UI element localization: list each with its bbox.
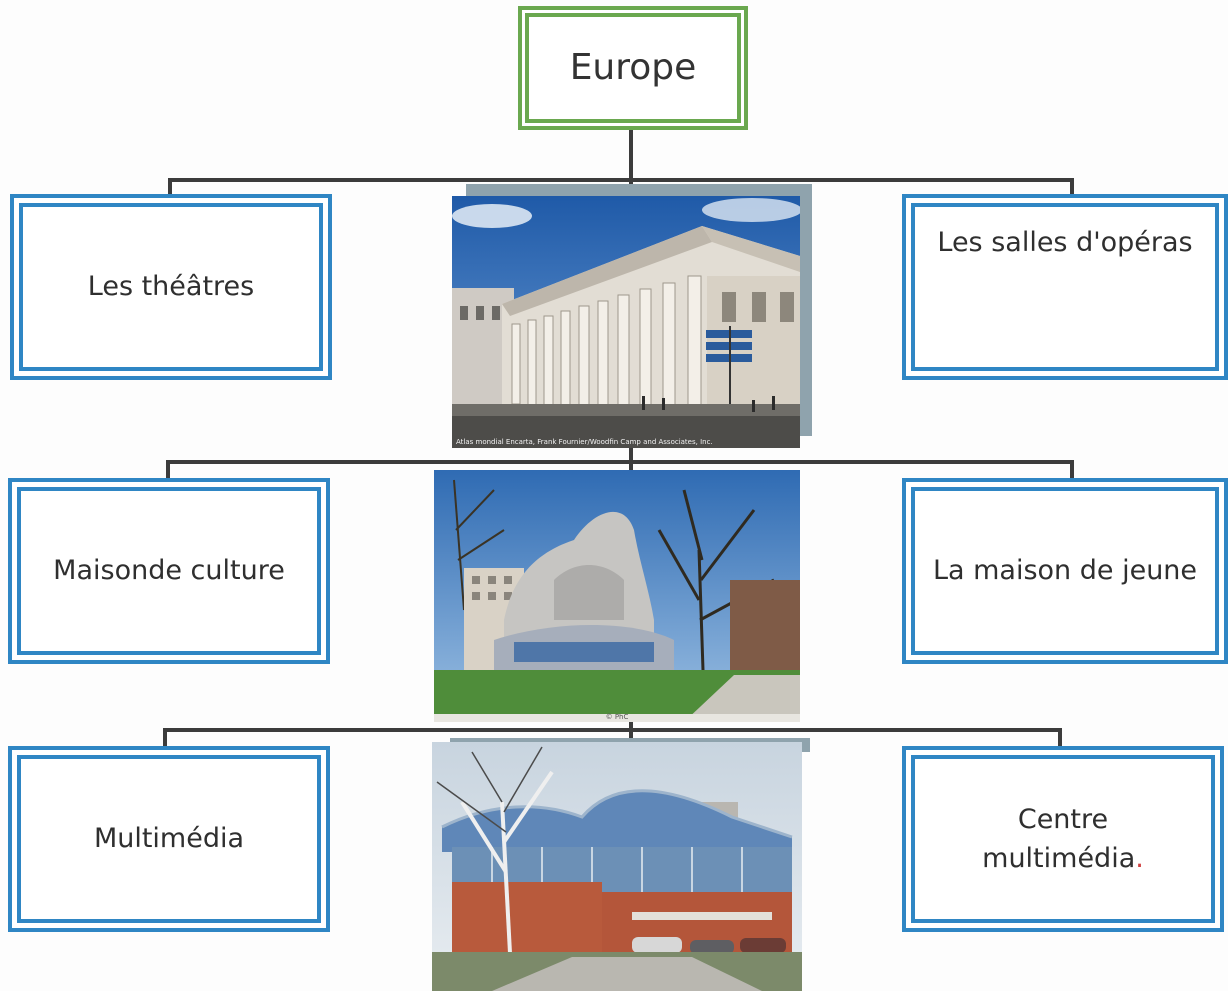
branch-line-3 [163,728,1062,752]
photo-credit: Atlas mondial Encarta, Frank Fournier/Wo… [456,438,713,446]
node-label: Multimédia [93,823,245,855]
culture-photo: © PhC [434,470,800,722]
node-label: Maisonde culture [53,555,285,587]
node-label: Centre multimédia. [976,800,1150,878]
node-label-punct: . [1135,843,1144,874]
multimedia-building-image [432,742,802,991]
opera-building-image [452,196,800,448]
branch-line-2 [166,460,1074,484]
node-multimedia: Multimédia [8,746,330,932]
mediatheque-photo [432,742,802,991]
root-node-europe: Europe [518,6,748,130]
root-label: Europe [569,46,697,88]
branch-line-1 [168,178,1074,202]
node-theatres: Les théâtres [10,194,332,380]
culture-building-image [434,470,800,722]
node-label-line1: Centre [1017,803,1109,835]
node-maison-culture: Maisonde culture [8,478,330,664]
node-label-line2: multimédia [982,843,1136,874]
node-centre-multimedia: Centre multimédia. [902,746,1224,932]
opera-photo: Atlas mondial Encarta, Frank Fournier/Wo… [452,196,800,448]
node-maison-jeune: La maison de jeune [902,478,1228,664]
photo-credit: © PhC [605,713,629,721]
node-label: Les salles d'opéras [937,227,1193,258]
node-salles-operas: Les salles d'opéras [902,194,1228,380]
node-label: La maison de jeune [932,555,1198,587]
node-label: Les théâtres [87,271,255,303]
